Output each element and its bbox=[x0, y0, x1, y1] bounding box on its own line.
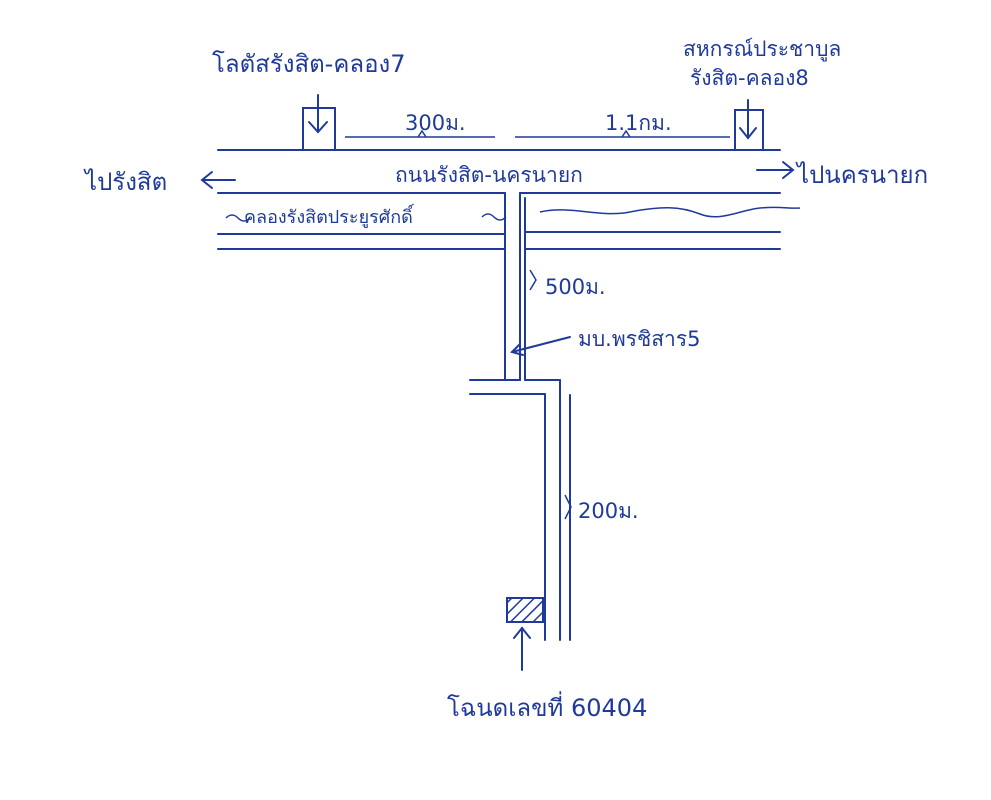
arrow-to-nakhon-head bbox=[782, 161, 795, 179]
label-coop-line2: รังสิต-คลอง8 bbox=[690, 66, 809, 90]
dim-500-brace bbox=[529, 269, 537, 291]
label-road: ถนนรังสิต-นครนายก bbox=[395, 163, 583, 187]
label-canal: คลองรังสิตประยูรศักดิ์ bbox=[244, 203, 415, 228]
label-dist-500: 500ม. bbox=[545, 275, 606, 299]
label-village: มบ.พรชิสาร5 bbox=[578, 327, 700, 351]
label-dist-200: 200ม. bbox=[578, 499, 639, 523]
village-pointer bbox=[511, 336, 571, 353]
label-coop-line1: สหกรณ์ประชาบูล bbox=[683, 37, 841, 62]
canal-wave-left-mark bbox=[225, 214, 251, 222]
village-pointer-head bbox=[510, 343, 524, 356]
coop-arrow-head bbox=[739, 127, 757, 140]
label-dist-300: 300ม. bbox=[405, 111, 466, 135]
label-to-rangsit: ไปรังสิต bbox=[83, 168, 167, 196]
dim-300-brace bbox=[417, 129, 427, 138]
label-plot: โฉนดเลขที่ 60404 bbox=[447, 691, 647, 722]
label-lotus: โลตัสรังสิต-คลอง7 bbox=[212, 50, 406, 78]
label-to-nakhon-nayok: ไปนครนายก bbox=[795, 161, 928, 189]
canal-water-wave bbox=[539, 206, 801, 218]
label-dist-1-1: 1.1กม. bbox=[605, 111, 672, 135]
dim-1-1-brace bbox=[621, 129, 631, 138]
dim-200-brace bbox=[564, 494, 572, 520]
arrow-to-rangsit-head bbox=[200, 171, 213, 189]
plot-pointer-head bbox=[513, 626, 531, 639]
canal-wave-right-mark bbox=[481, 213, 507, 221]
lotus-arrow-head bbox=[308, 121, 328, 134]
plot-hatched-box bbox=[506, 597, 544, 623]
